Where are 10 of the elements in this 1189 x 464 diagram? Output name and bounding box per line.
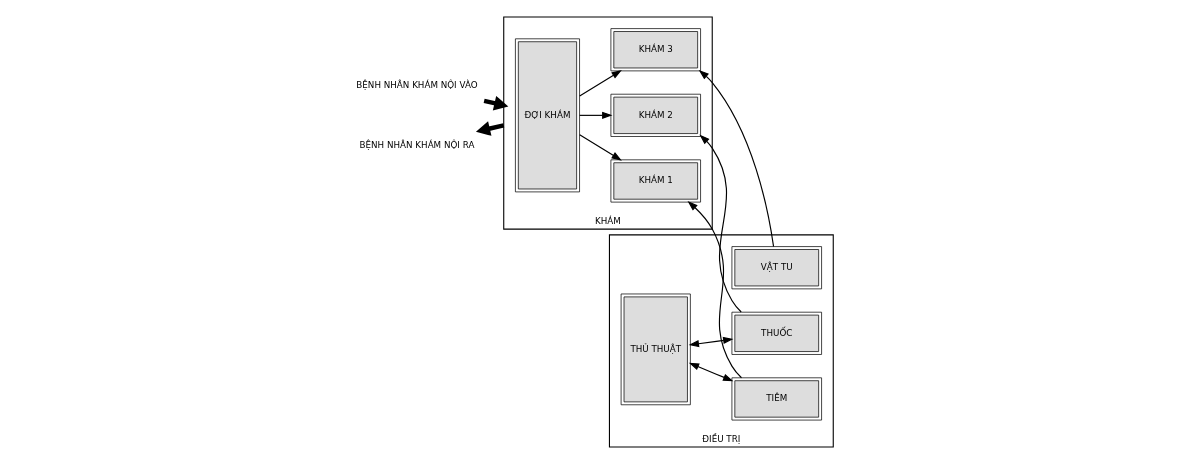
arrow bbox=[688, 362, 734, 382]
arrow bbox=[579, 70, 622, 97]
arrow bbox=[688, 336, 734, 348]
arrow bbox=[699, 134, 742, 313]
node-text: BỆNH NHÂN KHÁM NỘI VÀO bbox=[356, 79, 478, 90]
arrow bbox=[687, 201, 743, 379]
node-text: BỆNH NHÂN KHÁM NỘI RA bbox=[359, 139, 475, 150]
arrow bbox=[579, 134, 622, 161]
arrow bbox=[698, 69, 775, 248]
arrow bbox=[579, 111, 613, 119]
